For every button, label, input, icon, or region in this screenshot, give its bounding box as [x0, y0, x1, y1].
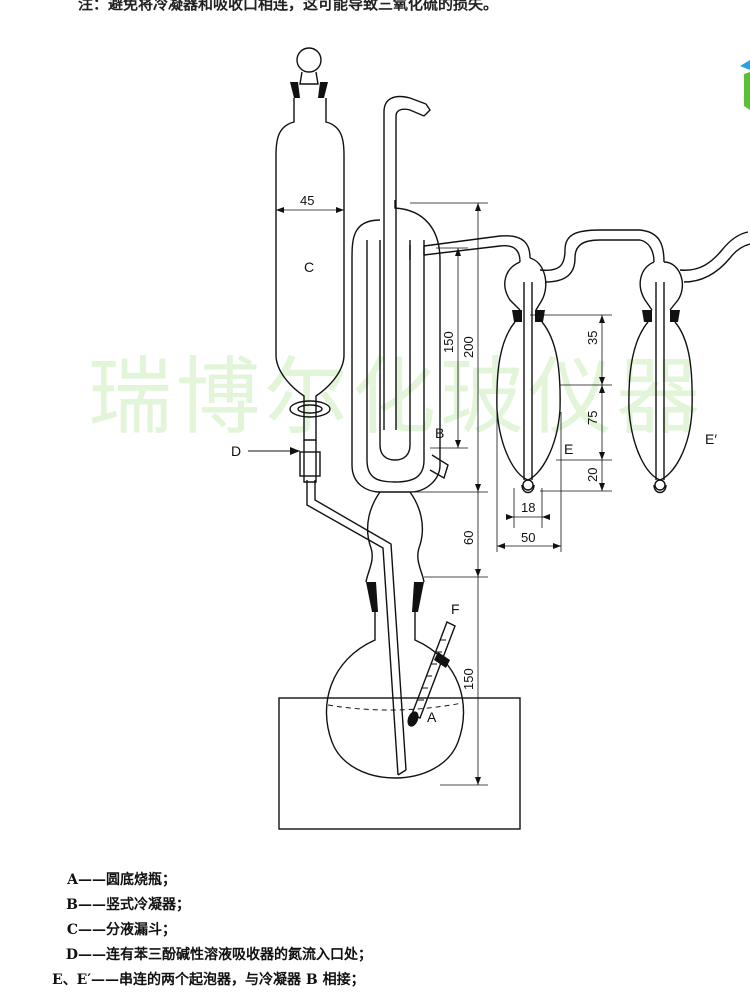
vertical-condenser: [351, 95, 449, 493]
watermark: 瑞博尔化玻仪器: [88, 348, 705, 446]
legend-item: E、E′——串连的两个起泡器，与冷凝器 B 相接；: [52, 968, 372, 993]
legend-item: B——竖式冷凝器；: [52, 893, 372, 918]
label-e: E: [564, 441, 573, 457]
dim-bubbler-bottom: 20: [585, 468, 600, 482]
label-d: D: [231, 443, 241, 459]
legend-text: 竖式冷凝器；: [106, 897, 190, 913]
dimension-lines: [276, 202, 612, 786]
bubbler-e: [496, 257, 561, 494]
dim-flask-height: 150: [461, 668, 476, 690]
legend-key: D: [65, 947, 78, 963]
liquid-level: [327, 702, 463, 711]
legend-key: C: [66, 922, 78, 938]
dim-bubbler-outer-width: 50: [521, 530, 535, 545]
top-note: 注：避免将冷凝器和吸收口相连，这可能导致三氧化硫的损失。: [78, 0, 499, 13]
label-a: A: [427, 709, 437, 725]
dim-funnel-width: 45: [300, 193, 314, 208]
inlet-tube: [306, 480, 407, 776]
legend: A——圆底烧瓶； B——竖式冷凝器； C——分液漏斗； D——连有苯三酚碱性溶液…: [52, 868, 372, 993]
dim-condenser-outer: 200: [461, 336, 476, 358]
legend-text: 分液漏斗；: [106, 922, 176, 938]
legend-item: C——分液漏斗；: [52, 918, 372, 943]
label-e-prime: E′: [705, 431, 717, 447]
legend-text: 连有苯三酚碱性溶液吸收器的氮流入口处；: [106, 947, 372, 963]
transfer-line: [409, 235, 531, 263]
bubbler-e-prime: [628, 231, 750, 494]
dim-bubbler-body: 75: [585, 411, 600, 425]
thermometer: [407, 621, 456, 727]
heating-bath: [278, 697, 521, 830]
label-c: C: [304, 259, 314, 275]
label-f: F: [451, 601, 460, 617]
legend-key: B: [66, 897, 78, 913]
bubbler-crossover: [539, 229, 665, 272]
dim-condenser-inner: 150: [441, 331, 456, 353]
round-bottom-flask: [325, 581, 465, 779]
legend-key: E、E′: [52, 972, 92, 988]
logo-icon: [740, 60, 750, 110]
adapter: [365, 491, 425, 583]
legend-item: D——连有苯三酚碱性溶液吸收器的氮流入口处；: [52, 943, 372, 968]
legend-text: 圆底烧瓶；: [106, 872, 176, 888]
dim-bubbler-inner-width: 18: [521, 500, 535, 515]
legend-key: A: [67, 872, 78, 888]
separatory-funnel: [275, 47, 345, 483]
legend-item: A——圆底烧瓶；: [52, 868, 372, 893]
legend-text: 串连的两个起泡器，与冷凝器 B 相接；: [119, 972, 365, 988]
dim-bubbler-top: 35: [585, 331, 600, 345]
dim-joint-length: 60: [461, 531, 476, 545]
label-b: B: [435, 425, 444, 441]
